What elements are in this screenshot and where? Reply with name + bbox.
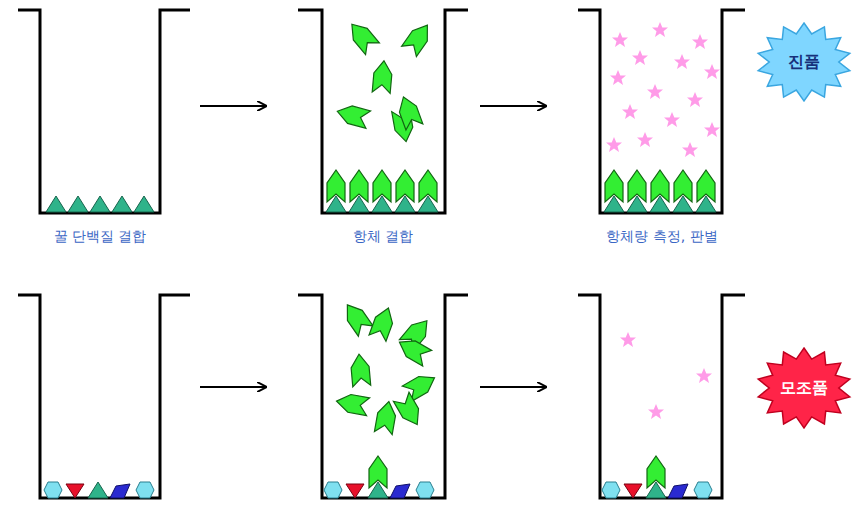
antibody: [327, 18, 715, 202]
burst-shape: [758, 23, 850, 101]
step-arrow: [200, 106, 546, 387]
genuine-burst: 진품: [757, 23, 851, 101]
beaker: [18, 10, 745, 498]
signal-star: [620, 332, 712, 419]
step-caption: 항체 결합: [353, 228, 413, 245]
fake-burst: 모조품: [757, 348, 851, 428]
burst-shape: [758, 348, 850, 428]
signal-star: [606, 22, 720, 157]
verdict-text: 진품: [788, 52, 820, 71]
honey-protein: [46, 196, 716, 212]
step-caption: 항체량 측정, 판별: [606, 228, 717, 245]
antibody: [335, 300, 665, 488]
mixed-protein: [44, 482, 712, 498]
verdict-text: 모조품: [780, 378, 828, 397]
step-caption: 꿀 단백질 결합: [54, 228, 147, 245]
